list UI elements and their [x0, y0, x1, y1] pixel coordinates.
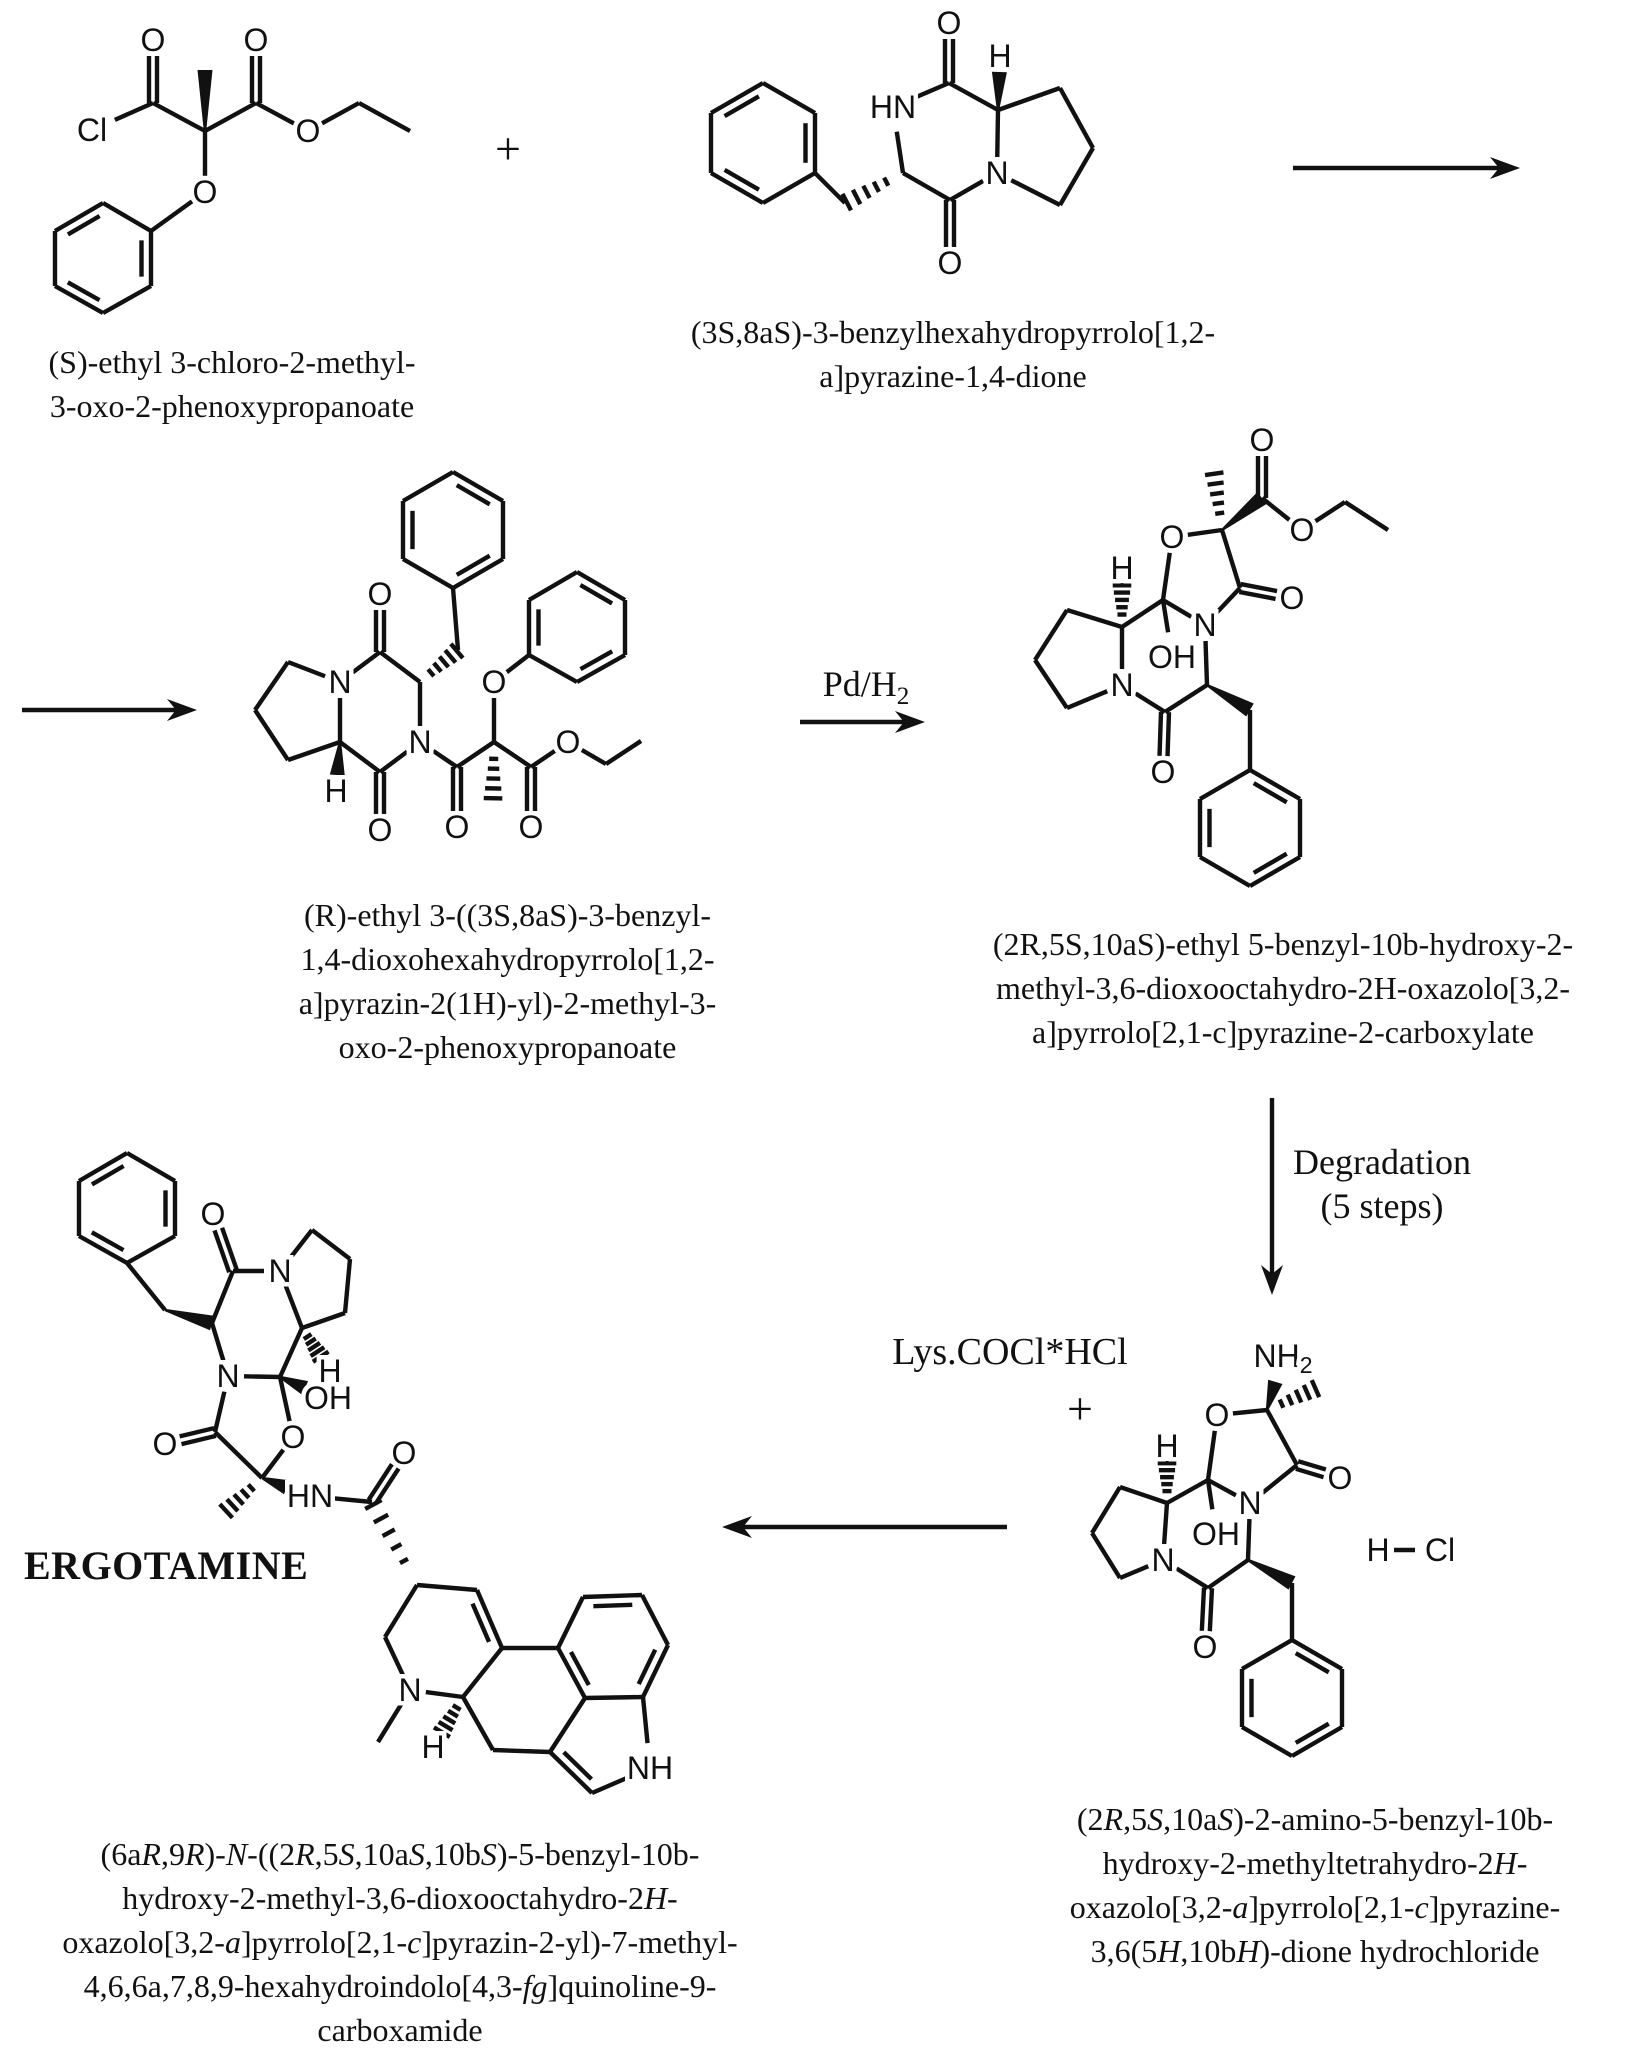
compound-4-name: (2R,5S,10aS)-ethyl 5-benzyl-10b-hydroxy-…: [992, 926, 1574, 1050]
atom-label-o: O: [1151, 754, 1176, 790]
compound-3-name: (R)-ethyl 3-((3S,8aS)-3-benzyl-1,4-dioxo…: [298, 897, 717, 1065]
atom-label-o: O: [1205, 1397, 1230, 1433]
atom-label-o: O: [153, 1426, 178, 1462]
atom-label-o: O: [296, 113, 321, 149]
atom-label-o: O: [244, 22, 269, 58]
atom-label-o: O: [368, 576, 393, 612]
atom-label-h: H: [318, 1353, 341, 1389]
atom-label-o: O: [281, 1419, 306, 1455]
atom-label-n: N: [1238, 1485, 1261, 1521]
compound-1-name: (S)-ethyl 3-chloro-2-methyl-3-oxo-2-phen…: [48, 344, 416, 424]
ergotamine-title: ERGOTAMINE: [24, 1543, 309, 1588]
atom-label-n: N: [1193, 607, 1216, 643]
reaction-arrow-5: [722, 1516, 1007, 1538]
atom-label-h: H: [421, 1729, 444, 1765]
atom-label-n: N: [216, 1358, 239, 1394]
atom-label-o: O: [937, 5, 962, 41]
compound-2-structure: O HN O N H: [708, 1, 1095, 286]
atom-label-o: O: [201, 1196, 226, 1232]
atom-label-n: N: [398, 1672, 421, 1708]
atom-label-h: H: [1110, 550, 1133, 586]
atom-label-oh: OH: [1192, 1516, 1240, 1552]
atom-label-n: N: [1151, 1542, 1174, 1578]
atom-label-hn: HN: [870, 89, 916, 125]
atom-label-n: N: [328, 664, 351, 700]
reaction-arrow-4: [1261, 1098, 1283, 1295]
atom-label-o: O: [1328, 1460, 1353, 1496]
reaction-arrow-1: [1293, 157, 1520, 179]
plus-sign-top: +: [495, 123, 521, 174]
atom-label-o: O: [1280, 580, 1305, 616]
atom-label-h: H: [1155, 1428, 1178, 1464]
atom-label-n: N: [268, 1253, 291, 1289]
atom-label-o: O: [1250, 422, 1275, 458]
reaction-arrow-3: [800, 711, 925, 733]
atom-label-o: O: [141, 22, 166, 58]
atom-label-hn: HN: [287, 1478, 333, 1514]
atom-label-o: O: [1160, 519, 1185, 555]
compound-6-name: (6aR,9R)-N-((2R,5S,10aS,10bS)-5-benzyl-1…: [62, 1836, 738, 2048]
compound-2-name: (3S,8aS)-3-benzylhexahydropyrrolo[1,2-a]…: [690, 314, 1216, 394]
atom-label-o: O: [556, 724, 581, 760]
atom-label-oh: OH: [1148, 639, 1196, 675]
reagent-pd-h2: Pd/H2: [822, 664, 910, 711]
atom-label-cl: Cl: [1425, 1532, 1455, 1568]
atom-label-h: H: [324, 773, 347, 809]
atom-label-o: O: [368, 812, 393, 848]
atom-label-cl: Cl: [77, 112, 107, 148]
atom-label-oh: OH: [304, 1380, 352, 1416]
atom-label-h: H: [1366, 1532, 1389, 1568]
atom-label-o: O: [1193, 1629, 1218, 1665]
atom-label-n: N: [985, 155, 1008, 191]
compound-5-name: (2R,5S,10aS)-2-amino-5-benzyl-10b-hydrox…: [1069, 1801, 1561, 1969]
atom-label-o: O: [445, 809, 470, 845]
atom-label-nh: NH: [627, 1750, 673, 1786]
atom-label-o: O: [1290, 512, 1315, 548]
reaction-arrow-2: [22, 699, 197, 721]
atom-label-o: O: [519, 809, 544, 845]
atom-label-o: O: [938, 245, 963, 281]
atom-label-o: O: [482, 664, 507, 700]
atom-label-o: O: [193, 174, 218, 210]
reagent-lys-cocl-hcl: Lys.COCl*HCl: [892, 1331, 1128, 1373]
atom-label-h: H: [988, 38, 1011, 74]
plus-sign-mid: +: [1067, 1383, 1093, 1434]
atom-label-n: N: [1110, 667, 1133, 703]
degradation-label: Degradation(5 steps): [1293, 1142, 1471, 1226]
atom-label-n: N: [408, 724, 431, 760]
atom-label-nh2: NH2: [1253, 1338, 1312, 1378]
atom-label-o: O: [392, 1435, 417, 1471]
